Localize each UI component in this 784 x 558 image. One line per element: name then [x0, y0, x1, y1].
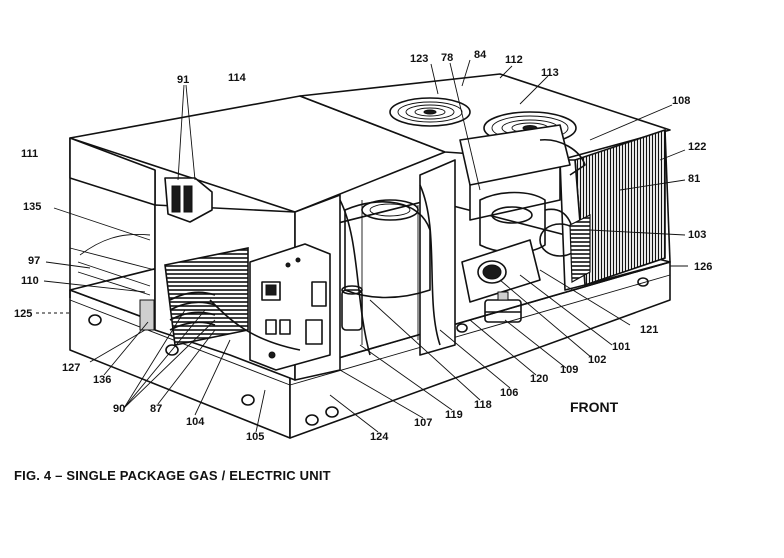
callout-120: 120: [530, 373, 548, 385]
callout-90: 90: [113, 403, 125, 415]
callout-97: 97: [28, 255, 40, 267]
callout-104: 104: [186, 416, 205, 428]
callout-113: 113: [541, 67, 559, 79]
base-rail-holes: [88, 277, 649, 426]
callout-125: 125: [14, 308, 32, 320]
callout-84: 84: [474, 49, 487, 61]
callout-81: 81: [688, 173, 700, 185]
callout-110: 110: [21, 275, 39, 287]
wiring-harness: [209, 184, 441, 356]
callout-87: 87: [150, 403, 162, 415]
callout-119: 119: [445, 409, 463, 421]
duct-section: [459, 124, 586, 186]
callout-103: 103: [688, 229, 706, 241]
gas-valve: [139, 299, 155, 331]
callout-108: 108: [672, 95, 690, 107]
fan-guard-1: [389, 97, 471, 127]
inducer-motor: [461, 239, 541, 303]
callout-labels: 91 114 123 78 84 112 113 108 111 122 81 …: [14, 49, 712, 443]
callout-124: 124: [370, 431, 389, 443]
callout-123: 123: [410, 53, 428, 65]
callout-106: 106: [500, 387, 518, 399]
figure-caption: FIG. 4 – SINGLE PACKAGE GAS / ELECTRIC U…: [14, 468, 331, 483]
callout-127: 127: [62, 362, 80, 374]
callout-111: 111: [21, 148, 38, 160]
callout-114: 114: [228, 72, 247, 84]
condenser-top: [299, 73, 671, 161]
leader-lines: [36, 59, 688, 433]
drain-pan-motor: [484, 291, 522, 323]
control-box: [249, 243, 331, 371]
callout-135: 135: [23, 201, 41, 213]
callout-91: 91: [177, 74, 189, 86]
right-frame: [584, 129, 671, 286]
callout-102: 102: [588, 354, 606, 366]
callout-105: 105: [246, 431, 264, 443]
callout-78: 78: [441, 52, 453, 64]
callout-126: 126: [694, 261, 712, 273]
blower-housing: [344, 199, 431, 345]
front-label: FRONT: [570, 399, 619, 415]
callout-101: 101: [612, 341, 630, 353]
front-panel-right: [419, 159, 456, 356]
callout-122: 122: [688, 141, 706, 153]
callout-107: 107: [414, 417, 432, 429]
callout-112: 112: [505, 54, 523, 66]
vent-hood: [164, 177, 213, 223]
callout-136: 136: [93, 374, 111, 386]
callout-121: 121: [640, 324, 658, 336]
evaporator-fins: [569, 214, 591, 284]
callout-118: 118: [474, 399, 492, 411]
callout-109: 109: [560, 364, 578, 376]
